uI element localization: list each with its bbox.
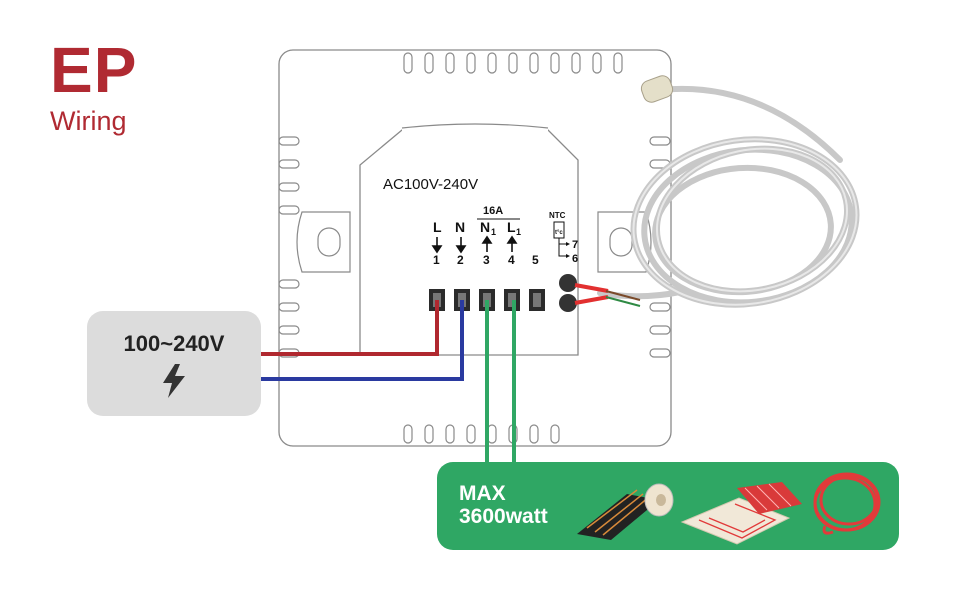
max-wattage: 3600watt [459,505,548,528]
lightning-bolt-icon [163,364,185,398]
arrow-up-icon [506,235,518,244]
terminal-4-subscript: 1 [516,227,521,237]
terminal-2-number: 2 [457,253,464,267]
terminal-numbers: 1 2 3 4 5 [433,253,539,267]
brand-title: EP [50,34,138,106]
ntc-sensor-block: NTC t°c 7 6 [549,211,578,265]
brand-block: EP Wiring [50,34,138,137]
sensor-screw-7 [559,274,577,292]
current-rating: 16A [483,205,503,217]
terminal-3-subscript: 1 [491,227,496,237]
power-voltage-label: 100~240V [123,331,225,356]
sensor-probe [640,75,674,103]
live-wire [261,300,439,356]
terminal-arrows [431,235,518,254]
terminal-4-number: 4 [508,253,515,267]
terminal-labels: L N N 1 L 1 [433,219,521,237]
max-load-text: MAX 3600watt [459,482,548,528]
heating-mat-roll [680,482,802,545]
heating-load-box: MAX 3600watt [437,462,899,550]
left-mounting-hole [296,211,351,273]
terminal-3-number: 3 [483,253,490,267]
sensor-cable-coil [574,75,860,308]
thermostat-backplate [278,49,672,447]
terminal-3-label: N [480,219,490,235]
sensor-symbol: t°c [555,230,563,236]
arrow-down-icon [431,245,443,254]
neutral-wire [261,300,464,381]
brand-subtitle: Wiring [50,106,127,136]
top-vent-slots [403,52,623,74]
heating-elements [577,472,881,545]
power-source-box: 100~240V [87,311,261,416]
terminal-2-label: N [455,219,465,235]
terminal-1-label: L [433,219,442,235]
terminal-5-number: 5 [532,253,539,267]
voltage-label: AC100V-240V [383,176,478,193]
terminal-1-number: 1 [433,253,440,267]
wires [261,300,516,464]
heating-cable-coil [813,472,881,535]
bottom-vent-slots [403,424,560,444]
left-vent-slots [278,136,300,358]
sensor-screw-6 [559,294,577,312]
ntc-label: NTC [549,211,566,220]
terminal-4-label: L [507,219,516,235]
max-label: MAX [459,482,506,505]
arrow-down-icon [455,245,467,254]
sensor-terminal-7: 7 [572,239,578,251]
arrow-up-icon [481,235,493,244]
terminal-module-housing [359,125,579,356]
sensor-terminal-6: 6 [572,253,578,265]
heating-film-roll [577,483,674,540]
